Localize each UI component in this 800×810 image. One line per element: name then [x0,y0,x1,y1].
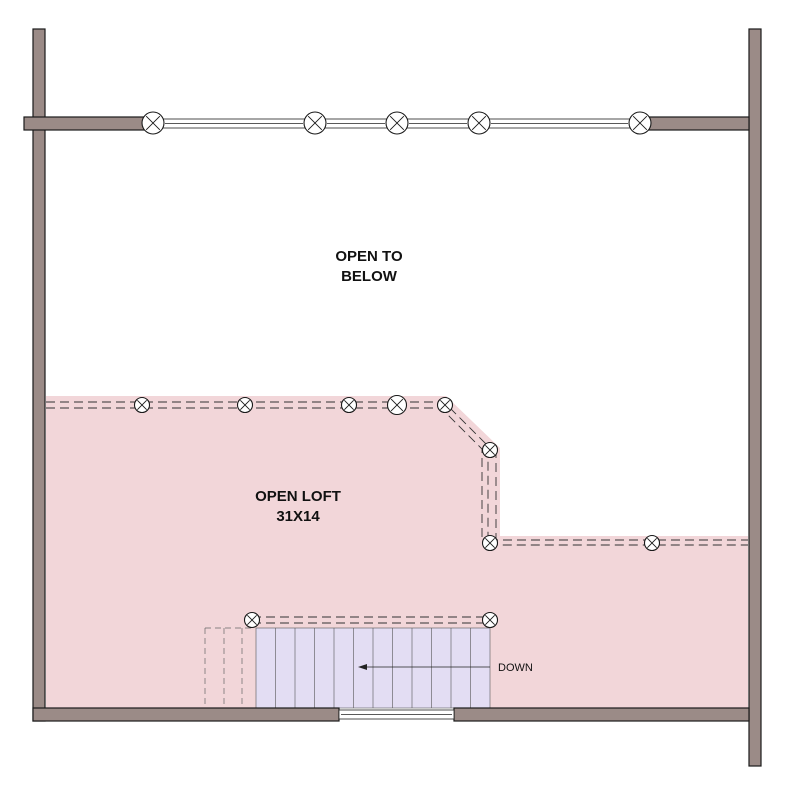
bottom-window [338,709,455,720]
posts [133,111,661,629]
post-x-icon [141,111,165,135]
post-x-icon [236,396,254,414]
post-x-icon [481,441,499,459]
open-to-below-label-line2: BELOW [341,268,398,285]
right-wall [748,28,762,767]
top-right-wall [647,116,750,131]
open-loft-floor-area [46,396,748,708]
stair-hidden-lines [204,627,252,708]
open-to-below-label-line1: OPEN TO [335,248,403,265]
post-x-icon [481,611,499,629]
left-wall [32,28,46,722]
stair-tread-lines [275,628,471,708]
post-x-icon [643,534,661,552]
post-x-icon [628,111,652,135]
bottom-left-wall [32,707,340,722]
post-x-icon [340,396,358,414]
open-loft-size-label: 31X14 [276,508,320,525]
post-x-icon [133,396,151,414]
arrow-left-icon [358,664,490,670]
post-x-icon [481,534,499,552]
stair-direction-label: DOWN [498,662,533,674]
post-x-icon [386,394,408,416]
post-x-icon [436,396,454,414]
top-left-wall [23,116,147,131]
bottom-right-wall [453,707,750,722]
post-x-icon [385,111,409,135]
open-loft-label: OPEN LOFT [255,488,341,505]
post-x-icon [243,611,261,629]
post-x-icon [467,111,491,135]
post-x-icon [303,111,327,135]
